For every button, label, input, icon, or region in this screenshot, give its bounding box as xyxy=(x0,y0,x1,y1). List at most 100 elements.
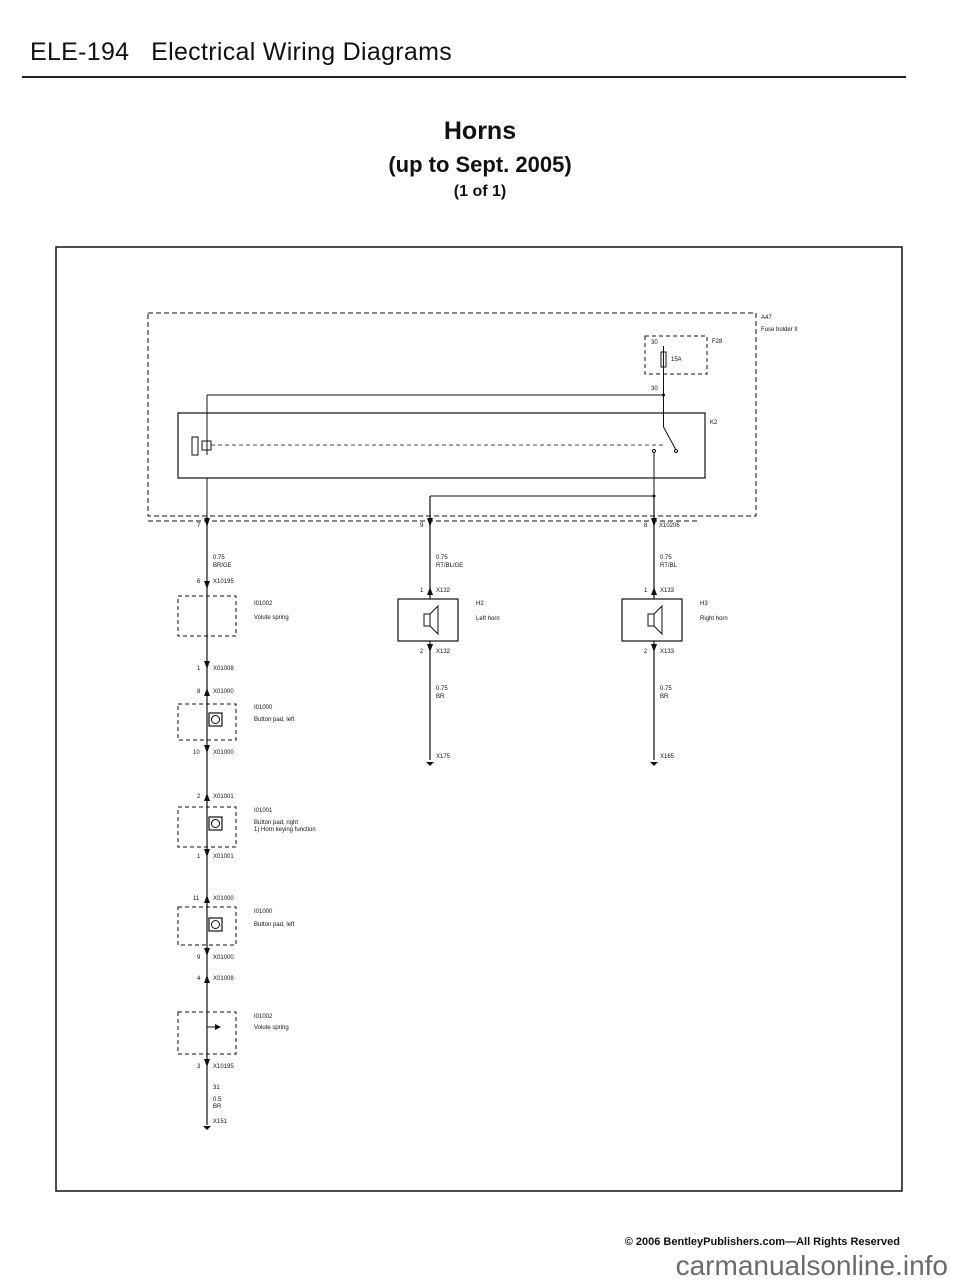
right-horn-box xyxy=(621,598,683,642)
button-pad-right-label: Button pad, right xyxy=(254,820,298,826)
h2-label: H2 xyxy=(476,601,484,607)
relay-pin-label: 30 xyxy=(651,386,658,392)
pin-2-label: 2 xyxy=(197,794,201,800)
pin-1b-label: 1 xyxy=(197,854,201,860)
x01008-b-label: X01008 xyxy=(213,976,234,982)
diagram-title: Horns xyxy=(443,117,517,145)
a47-fuse-holder-box xyxy=(147,312,757,517)
left-horn-box xyxy=(397,598,459,642)
pin-8-label: 8 xyxy=(644,523,648,529)
button-pad-right-box xyxy=(177,806,237,848)
button-pad-left-2-label: Button pad, left xyxy=(254,922,295,928)
pin-9b-label: 9 xyxy=(197,955,201,961)
x01000-b-label: X01000 xyxy=(213,750,234,756)
pin-8b-label: 8 xyxy=(197,689,201,695)
pin-1-top-label: 1 xyxy=(197,666,201,672)
fuse-rating-label: 15A xyxy=(671,357,682,363)
i01002-bottom-label: I01002 xyxy=(254,1014,273,1020)
k2-relay-box xyxy=(177,412,706,479)
ground-icon xyxy=(426,762,434,766)
h3-pin-1-label: 1 xyxy=(644,588,648,594)
i01001-label: I01001 xyxy=(254,808,273,814)
page-header: ELE-194 Electrical Wiring Diagrams xyxy=(30,38,452,67)
copyright-notice: © 2006 BentleyPublishers.com—All Rights … xyxy=(624,1236,900,1248)
button-pad-left-2-box xyxy=(177,906,237,946)
pin-7-label: 7 xyxy=(197,523,201,529)
ground-icon xyxy=(203,1126,211,1130)
page-code: ELE-194 xyxy=(30,38,130,66)
h3-pin-2-label: 2 xyxy=(644,649,648,655)
horn-icon xyxy=(647,613,655,627)
x10195-bottom-label: X10195 xyxy=(213,1064,234,1070)
x01001-a-label: X01001 xyxy=(213,794,234,800)
pin-3-label: 3 xyxy=(197,1064,201,1070)
page-indicator: (1 of 1) xyxy=(453,183,507,200)
horn-button-icon xyxy=(208,917,223,932)
x01000-a-label: X01000 xyxy=(213,689,234,695)
pin-10-label: 10 xyxy=(193,750,200,756)
header-rule xyxy=(22,76,906,78)
k2-label: K2 xyxy=(710,420,718,426)
x133-bottom-label: X133 xyxy=(660,649,675,655)
i01000-b-label: I01000 xyxy=(254,909,273,915)
mid-wire-color: RT/BL/GE xyxy=(436,563,463,569)
h2-wire-color: BR xyxy=(436,694,445,700)
mid-wire-size: 0.75 xyxy=(436,555,448,561)
x01008-top-label: X01008 xyxy=(213,666,234,672)
x175-label: X175 xyxy=(436,754,451,760)
x10206-label: X10206 xyxy=(659,523,680,529)
left-horn-label: Left horn xyxy=(476,616,500,622)
horn-button-icon xyxy=(208,712,223,727)
section-title: Electrical Wiring Diagrams xyxy=(151,38,453,66)
volute-top-label: Volute spring xyxy=(254,615,289,621)
relay-coil-icon xyxy=(191,436,199,456)
ground-icon xyxy=(650,762,658,766)
volute-spring-bottom-box xyxy=(177,1011,237,1055)
f28-label: F28 xyxy=(712,339,723,345)
h2-pin-1-label: 1 xyxy=(420,588,424,594)
x01000-c-label: X01000 xyxy=(213,896,234,902)
pin-4-label: 4 xyxy=(197,976,201,982)
x132-top-label: X132 xyxy=(436,588,451,594)
ground-wire-color: BR xyxy=(213,1104,222,1110)
x165-label: X165 xyxy=(660,754,675,760)
h3-wire-color: BR xyxy=(660,694,669,700)
horn-button-icon xyxy=(208,816,223,831)
x01000-d-label: X01000 xyxy=(213,955,234,961)
watermark: carmanualsonline.info xyxy=(675,1250,948,1281)
pin-11-label: 11 xyxy=(193,896,200,902)
right-horn-label: Right horn xyxy=(700,616,728,622)
h2-wire-size: 0.75 xyxy=(436,686,448,692)
volute-arrow-icon xyxy=(215,1024,221,1030)
fuse-pin-label: 30 xyxy=(651,340,658,346)
volute-spring-top-box xyxy=(177,595,237,637)
h3-label: H3 xyxy=(700,601,708,607)
horn-keying-note: 1) Horn keying function xyxy=(254,827,316,833)
f28-fuse-box xyxy=(644,335,708,375)
ground-circuit-number: 31 xyxy=(213,1085,220,1091)
x10195-top-label: X10195 xyxy=(213,579,234,585)
volute-bottom-label: Volute spring xyxy=(254,1025,289,1031)
pin-9-label: 9 xyxy=(420,523,424,529)
relay-switch-icon xyxy=(663,426,677,451)
x132-bottom-label: X132 xyxy=(436,649,451,655)
right-wire-size: 0.75 xyxy=(660,555,672,561)
x01001-b-label: X01001 xyxy=(213,854,234,860)
x133-top-label: X133 xyxy=(660,588,675,594)
x151-label: X151 xyxy=(213,1119,228,1125)
pin-6-label: 6 xyxy=(197,579,201,585)
fuse-holder-label: Fuse holder II xyxy=(761,327,798,333)
ground-wire-size: 0.5 xyxy=(213,1097,222,1103)
a47-label: A47 xyxy=(761,315,772,321)
horn-icon xyxy=(423,613,431,627)
diagram-frame xyxy=(55,246,903,1192)
i01002-top-label: I01002 xyxy=(254,601,273,607)
button-pad-left-1-label: Button pad, left xyxy=(254,717,295,723)
diagram-subtitle: (up to Sept. 2005) xyxy=(388,152,572,177)
left-wire-color: BR/GE xyxy=(213,563,232,569)
right-wire-color: RT/BL xyxy=(660,563,678,569)
h2-pin-2-label: 2 xyxy=(420,649,424,655)
left-wire-size: 0.75 xyxy=(213,555,225,561)
h3-wire-size: 0.75 xyxy=(660,686,672,692)
